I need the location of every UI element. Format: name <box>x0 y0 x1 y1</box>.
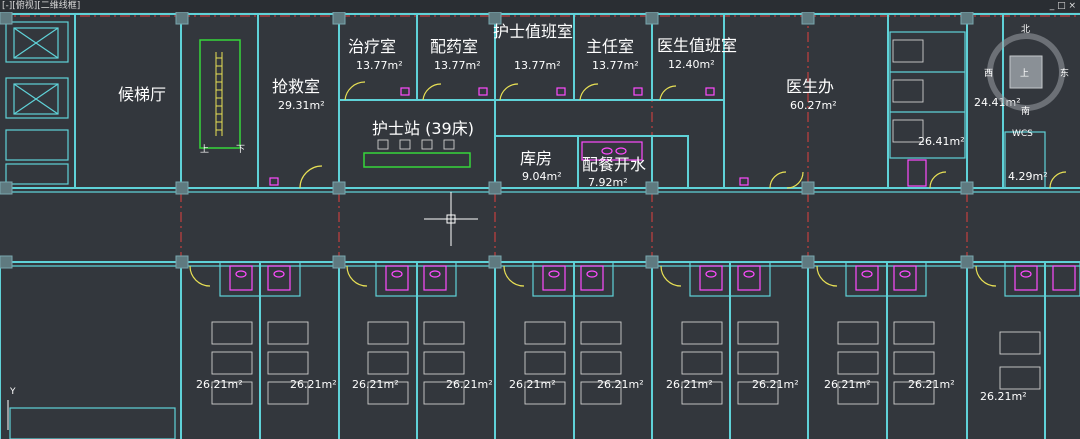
compass-west-label: 西 <box>984 68 993 79</box>
ward-4-right-area: 26.21m² <box>752 378 799 391</box>
ucs-icon: Y <box>7 387 16 430</box>
nurse-duty-room-area: 13.77m² <box>514 59 561 72</box>
axis-grid <box>0 12 1080 439</box>
director-room-area: 13.77m² <box>592 59 639 72</box>
walls <box>0 13 1080 439</box>
compass-south-label: 南 <box>1021 105 1030 117</box>
structural-columns <box>0 12 974 269</box>
treatment-room-area: 13.77m² <box>356 59 403 72</box>
nurse-duty-room-label: 护士值班室 <box>493 22 573 41</box>
ward-2-right-area: 26.21m² <box>446 378 493 391</box>
stair-down-label: 下 <box>236 145 245 155</box>
dispensary-label: 配药室 <box>430 37 478 56</box>
treatment-room-label: 治疗室 <box>348 37 396 56</box>
ward-2-left-area: 26.21m² <box>352 378 399 391</box>
right-room-b-area: 26.41m² <box>918 135 965 148</box>
pantry-area: 7.92m² <box>588 176 628 189</box>
stair-icon: 上 下 <box>199 39 245 155</box>
nurse-station-counter <box>363 139 471 168</box>
ward-4-left-area: 26.21m² <box>666 378 713 391</box>
director-room-label: 主任室 <box>586 37 634 56</box>
ward-6-left-area: 26.21m² <box>980 390 1027 403</box>
drawing-canvas[interactable]: 上 下 <box>0 12 1080 439</box>
doctor-office-label: 医生办 <box>786 77 834 96</box>
doctor-office-area: 60.27m² <box>790 99 837 112</box>
ward-beds <box>211 39 1041 405</box>
elevator-icons <box>13 27 59 115</box>
doctor-duty-room-label: 医生值班室 <box>657 36 737 55</box>
emergency-room-area: 29.31m² <box>278 99 325 112</box>
wcs-menu[interactable]: WCS <box>1012 129 1033 139</box>
elevator-hall-label: 候梯厅 <box>118 85 166 104</box>
viewcube-face[interactable] <box>1009 55 1043 89</box>
sanitary-fixtures <box>229 87 1076 291</box>
viewcube-compass[interactable]: 上 北 南 东 西 WCS <box>984 24 1069 139</box>
ward-5-left-area: 26.21m² <box>824 378 871 391</box>
compass-north-label: 北 <box>1021 24 1030 35</box>
right-room-c-area: 4.29m² <box>1008 170 1048 183</box>
doors <box>189 81 1067 287</box>
storage-room-area: 9.04m² <box>522 170 562 183</box>
compass-east-label: 东 <box>1060 67 1069 79</box>
ward-3-left-area: 26.21m² <box>509 378 556 391</box>
crosshair-cursor-icon <box>424 192 478 246</box>
emergency-room-label: 抢救室 <box>272 77 320 96</box>
doctor-duty-room-area: 12.40m² <box>668 58 715 71</box>
viewcube-top-label: 上 <box>1020 68 1029 79</box>
ward-3-right-area: 26.21m² <box>597 378 644 391</box>
viewport-controls-label[interactable]: [-][俯视][二维线框] <box>2 1 81 11</box>
ward-5-right-area: 26.21m² <box>908 378 955 391</box>
viewport-title-bar: [-][俯视][二维线框] _ □ × <box>0 0 1080 12</box>
ucs-y-label: Y <box>9 387 16 397</box>
viewport-window-controls[interactable]: _ □ × <box>1049 1 1076 11</box>
stair-up-label: 上 <box>200 144 209 155</box>
dispensary-area: 13.77m² <box>434 59 481 72</box>
room-labels: 候梯厅 抢救室 29.31m² 治疗室 13.77m² 配药室 13.77m² … <box>118 22 1048 403</box>
ward-1-left-area: 26.21m² <box>196 378 243 391</box>
ward-1-right-area: 26.21m² <box>290 378 337 391</box>
nurse-station-label: 护士站 (39床) <box>372 119 474 138</box>
storage-room-label: 库房 <box>520 149 552 168</box>
pantry-label: 配餐开水 <box>582 155 646 174</box>
